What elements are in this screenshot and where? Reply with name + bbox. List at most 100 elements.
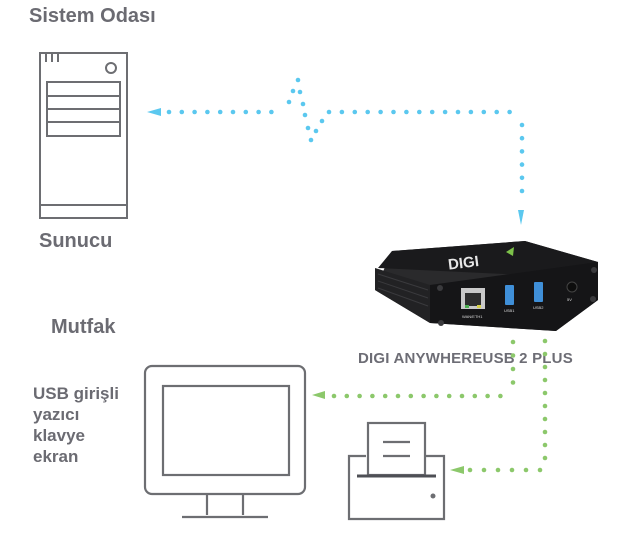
anywhereusb-hub: DIGI WAN/ETH1 USB1 USB2 5V <box>375 241 598 331</box>
connection-dot <box>230 109 236 115</box>
network-connection <box>147 77 525 225</box>
connection-dot <box>510 366 516 372</box>
connection-dot <box>302 112 308 118</box>
connection-dot <box>256 109 261 115</box>
connection-dot <box>537 467 543 473</box>
ethernet-port-label: WAN/ETH1 <box>462 314 483 319</box>
connection-dot <box>404 109 409 115</box>
hub-label: DIGI ANYWHEREUSB 2 PLUS <box>358 350 573 367</box>
connection-dot <box>434 393 439 399</box>
kitchen-title: Mutfak <box>51 316 116 338</box>
usb1-port-label: USB1 <box>504 308 515 313</box>
connection-dot <box>494 109 500 115</box>
connection-dot <box>459 393 465 399</box>
connection-dot <box>205 109 210 115</box>
arrow-left-icon <box>147 108 161 116</box>
connection-dot <box>378 109 383 115</box>
connection-dot <box>481 109 487 115</box>
connection-dot <box>467 467 473 473</box>
connection-dot <box>192 109 197 115</box>
connection-dot <box>344 393 350 399</box>
server-label: Sunucu <box>39 230 113 252</box>
connection-dot <box>297 89 303 95</box>
connection-dot <box>519 149 525 154</box>
connection-dot <box>523 467 529 473</box>
connection-dot <box>313 128 319 134</box>
brand-triangle-icon <box>506 247 514 256</box>
connection-dot <box>481 467 487 473</box>
connection-dot <box>429 109 435 115</box>
connection-dot <box>352 109 358 115</box>
connection-dot <box>472 393 478 399</box>
device-list-item: klavye <box>33 426 85 445</box>
printer-icon <box>347 421 446 521</box>
connection-dot <box>542 442 548 448</box>
power-port-label: 5V <box>567 297 572 302</box>
connection-dot <box>357 393 362 399</box>
hub-brand-logo: DIGI <box>447 253 480 274</box>
connection-dot <box>179 109 185 115</box>
connection-dot <box>395 393 401 399</box>
connection-dot <box>408 393 414 399</box>
connection-dot <box>417 109 422 115</box>
connection-dot <box>509 467 515 473</box>
connection-dot <box>286 99 292 105</box>
connection-dot <box>498 393 503 399</box>
connection-dot <box>290 88 296 94</box>
connection-dot <box>542 429 548 435</box>
arrow-down-icon <box>518 210 524 225</box>
connection-dot <box>243 109 249 115</box>
connection-dot <box>365 109 371 115</box>
connection-dot <box>542 403 548 409</box>
connection-dot <box>507 109 512 115</box>
connection-dot <box>542 351 548 357</box>
connection-dot <box>295 77 301 83</box>
connection-dot <box>305 125 311 131</box>
connection-dot <box>331 393 337 399</box>
connection-dot <box>542 416 548 422</box>
connection-dot <box>319 118 325 124</box>
connection-dot <box>510 380 516 385</box>
connection-dot <box>495 467 501 473</box>
usb-connection <box>312 338 548 474</box>
connection-dot <box>542 338 548 344</box>
kitchen-device-list: USB girişli yazıcı klavye ekran <box>33 383 119 467</box>
connection-dot <box>519 122 525 128</box>
connection-dot <box>542 377 548 383</box>
connection-dot <box>442 109 448 115</box>
usb1-port <box>505 285 514 305</box>
server-icon <box>39 52 128 219</box>
power-port <box>566 281 578 293</box>
arrow-left-icon <box>312 391 325 399</box>
connection-dot <box>519 162 525 167</box>
connection-dot <box>542 455 548 461</box>
connection-dot <box>217 109 223 115</box>
connection-dot <box>468 109 474 115</box>
connection-dot <box>326 109 332 115</box>
connection-dot <box>519 175 525 181</box>
device-list-item: yazıcı <box>33 405 80 424</box>
connection-dot <box>542 390 548 396</box>
device-list-item: USB girişli <box>33 384 119 403</box>
connection-dot <box>166 109 172 115</box>
connection-dot <box>339 109 345 115</box>
connection-dot <box>485 393 490 399</box>
connection-dot <box>446 393 452 399</box>
arrow-left-icon <box>450 466 464 474</box>
usb2-port-label: USB2 <box>533 305 544 310</box>
connection-dot <box>391 109 396 115</box>
usb2-port <box>534 282 543 302</box>
server-room-title: Sistem Odası <box>29 5 156 27</box>
connection-dot <box>421 393 426 399</box>
connection-dot <box>382 393 388 399</box>
connection-dot <box>519 188 525 194</box>
connection-dot <box>455 109 461 115</box>
monitor-icon <box>143 364 307 519</box>
connection-dot <box>308 137 314 143</box>
connection-dot <box>300 101 306 107</box>
connection-dot <box>269 109 274 115</box>
connection-dot <box>542 364 548 370</box>
connection-dot <box>510 339 516 345</box>
connection-dot <box>510 353 516 358</box>
